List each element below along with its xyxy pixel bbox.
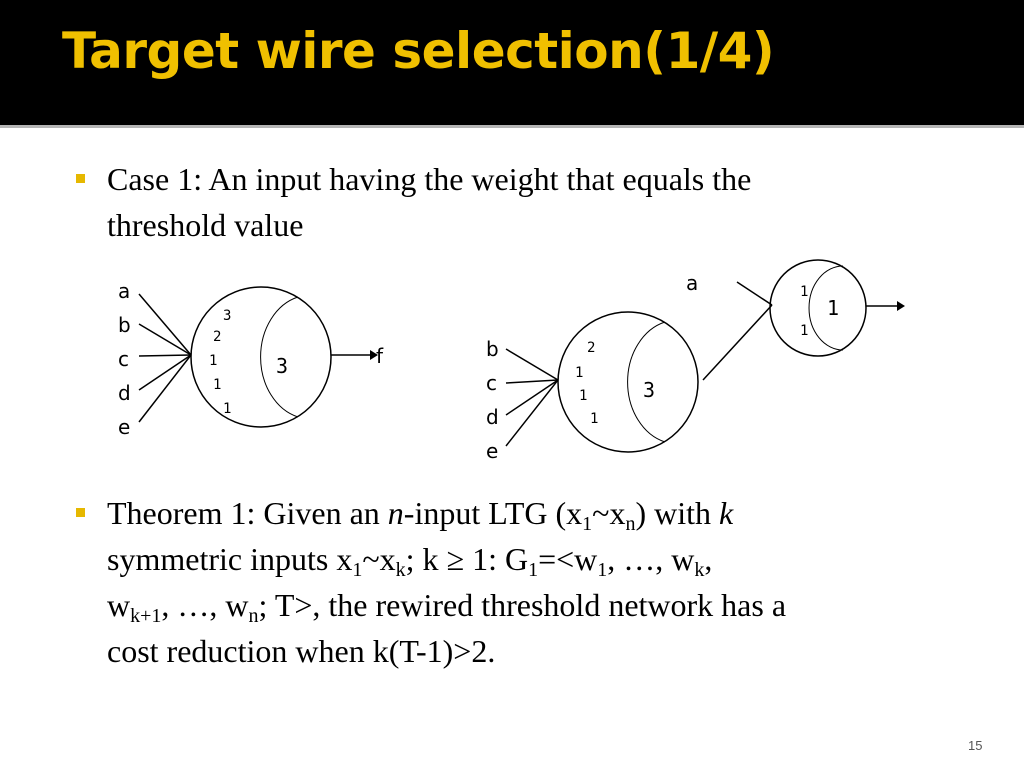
case1-line-1: Case 1: An input having the weight that … <box>107 161 752 197</box>
right-input-wire-e <box>505 379 559 447</box>
case1-line-2: threshold value <box>107 207 304 243</box>
left-input-label-d: d <box>118 381 131 405</box>
right-small-threshold: 1 <box>827 296 839 320</box>
left-input-wire-a <box>138 293 192 356</box>
right-input-wire-b <box>505 348 559 381</box>
left-weight-b: 2 <box>213 329 221 345</box>
theorem-line-4: cost reduction when k(T-1)>2. <box>107 633 496 669</box>
left-input-wire-b <box>138 323 192 356</box>
left-input-wire-c <box>138 354 192 357</box>
title-divider <box>0 125 1024 128</box>
left-output-label-f: f <box>376 344 384 368</box>
right-input-wire-a <box>736 281 773 306</box>
right-network: b c d e 2 1 1 1 3 a 1 1 1 <box>486 259 905 463</box>
right-big-weight-e: 1 <box>590 411 598 427</box>
right-big-gate-circle <box>557 311 699 453</box>
theorem-line-2: symmetric inputs x1~xk; k ≥ 1: G1=<w1, …… <box>107 541 713 581</box>
right-input-label-c: c <box>486 371 497 395</box>
right-input-label-e: e <box>486 439 498 463</box>
left-gate: a b c d e 3 2 1 1 1 3 f <box>118 279 384 439</box>
left-input-label-e: e <box>118 415 130 439</box>
right-big-weight-b: 2 <box>587 340 595 356</box>
right-input-label-b: b <box>486 337 499 361</box>
right-big-threshold-arc <box>627 321 666 443</box>
left-input-wire-d <box>138 354 192 391</box>
right-input-label-a: a <box>686 271 698 295</box>
right-big-threshold: 3 <box>643 378 655 402</box>
right-output-arrowhead <box>897 301 905 311</box>
bullet-marker-1 <box>76 174 85 183</box>
left-gate-threshold-arc <box>260 296 299 418</box>
right-big-weight-c: 1 <box>575 365 583 381</box>
theorem-text: Theorem 1: Given an n-input LTG (x1~xn) … <box>107 490 786 674</box>
left-weight-d: 1 <box>213 377 221 393</box>
left-input-label-a: a <box>118 279 130 303</box>
theorem-line-1: Theorem 1: Given an n-input LTG (x1~xn) … <box>107 495 734 535</box>
right-input-label-d: d <box>486 405 499 429</box>
left-gate-circle <box>190 286 332 428</box>
right-big-weight-d: 1 <box>579 388 587 404</box>
right-small-gate-circle <box>769 259 867 357</box>
theorem-line-3: wk+1, …, wn; T>, the rewired threshold n… <box>107 587 787 627</box>
right-small-threshold-arc <box>808 265 844 351</box>
right-small-weight-a: 1 <box>800 284 808 300</box>
right-small-weight-inter: 1 <box>800 323 808 339</box>
left-weight-a: 3 <box>223 308 231 324</box>
left-weight-e: 1 <box>223 401 231 417</box>
title-bar: Target wire selection(1/4) <box>0 0 1024 125</box>
right-input-wire-c <box>505 379 559 384</box>
left-input-wire-e <box>138 354 192 423</box>
right-inter-gate-wire <box>702 304 773 381</box>
left-input-label-c: c <box>118 347 129 371</box>
case1-text: Case 1: An input having the weight that … <box>107 156 751 248</box>
bullet-marker-2 <box>76 508 85 517</box>
page-number: 15 <box>968 738 983 753</box>
left-weight-c: 1 <box>209 353 217 369</box>
right-input-wire-d <box>505 379 559 416</box>
slide-title: Target wire selection(1/4) <box>62 22 775 80</box>
left-output-arrowhead <box>370 350 378 360</box>
left-input-label-b: b <box>118 313 131 337</box>
left-threshold: 3 <box>276 354 288 378</box>
